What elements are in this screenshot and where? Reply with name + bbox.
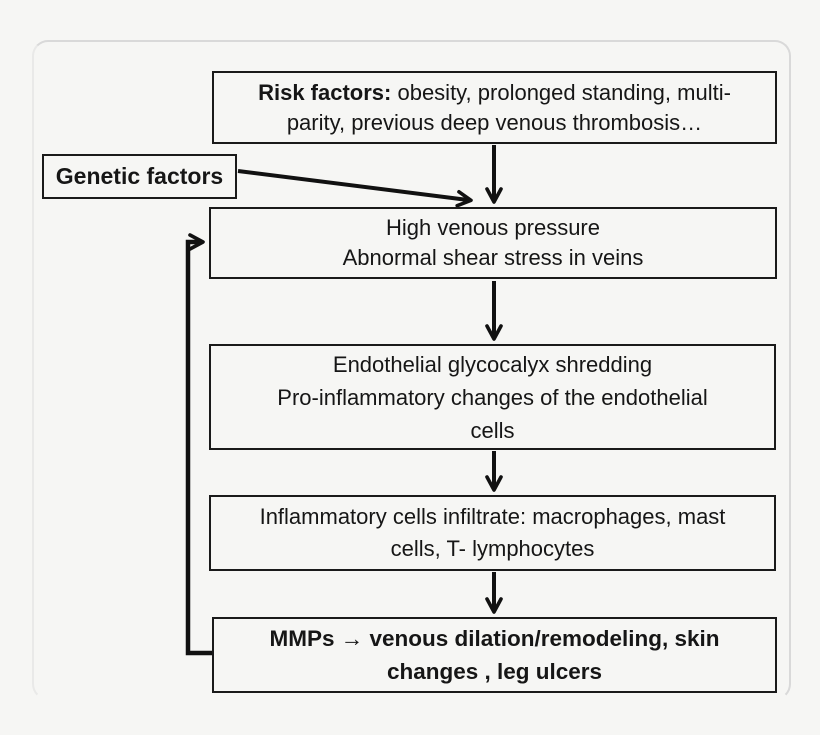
box-line: Pro-inflammatory changes of the endothel… [277, 384, 708, 410]
genetic-factors-box: Genetic factors [42, 154, 237, 199]
risk-factors-box: Risk factors: obesity, prolonged standin… [212, 71, 777, 144]
risk-factors-line1-rest: obesity, prolonged standing, multi- [391, 79, 731, 105]
box-line: MMPs → venous dilation/remodeling, skin [269, 626, 720, 651]
box-line: parity, previous deep venous thrombosis… [286, 109, 703, 135]
box-line: High venous pressure [385, 215, 600, 240]
box-line: changes , leg ulcers [386, 659, 603, 684]
box-line: cells, T- lymphocytes [390, 536, 595, 561]
box-line: cells [470, 417, 515, 443]
box-line: Abnormal shear stress in veins [342, 245, 644, 270]
box-line: Inflammatory cells infiltrate: macrophag… [259, 504, 726, 529]
box-line: Genetic factors [55, 163, 224, 189]
inflammatory-cells-box: Inflammatory cells infiltrate: macrophag… [209, 495, 776, 571]
box-line: Endothelial glycocalyx shredding [332, 351, 653, 377]
box-line: Risk factors: obesity, prolonged standin… [258, 78, 731, 108]
mmps-outcome-box: MMPs → venous dilation/remodeling, skin … [212, 617, 777, 693]
endothelial-box: Endothelial glycocalyx shredding Pro-inf… [209, 344, 776, 450]
risk-factors-bold-lead: Risk factors: [258, 79, 392, 105]
diagram-card [32, 40, 791, 700]
venous-pressure-box: High venous pressure Abnormal shear stre… [209, 207, 777, 279]
